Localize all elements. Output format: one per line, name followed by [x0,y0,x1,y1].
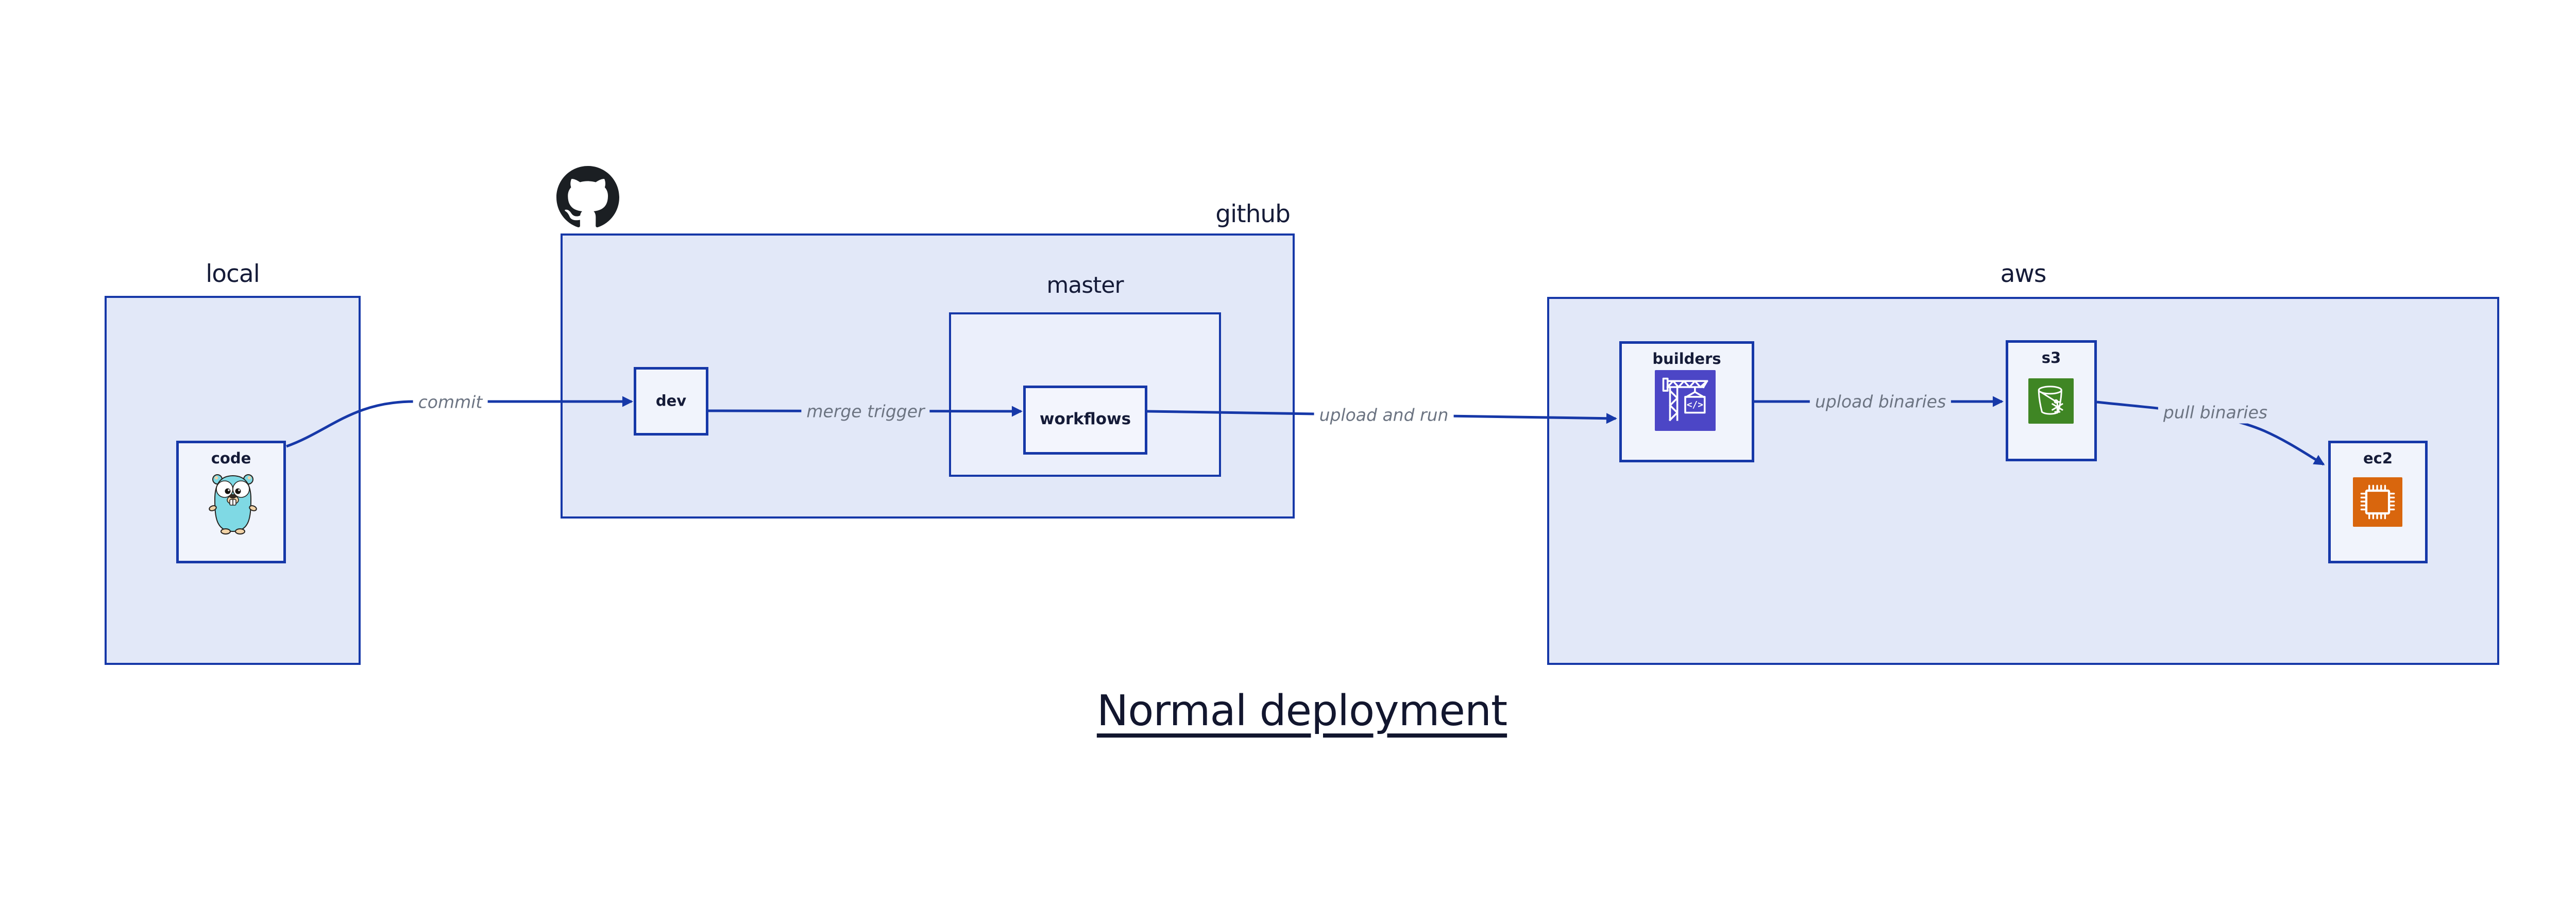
github-container-label: github [1215,200,1291,228]
edge-merge-trigger-label: merge trigger [801,400,930,423]
github-octocat-icon [556,166,619,227]
svg-text:</>: </> [1687,400,1703,410]
node-dev: dev [634,367,708,436]
node-dev-label: dev [655,391,687,409]
node-builders-label: builders [1652,350,1721,368]
master-container-label: master [1046,272,1124,298]
node-workflows: workflows [1023,386,1147,455]
aws-ec2-icon [2353,477,2402,527]
aws-codebuild-icon: </> [1655,370,1716,431]
edge-upload-binaries-label: upload binaries [1809,390,1952,413]
edge-commit-label: commit [413,391,488,413]
node-workflows-label: workflows [1039,410,1131,429]
node-s3-label: s3 [2041,349,2061,366]
aws-container-label: aws [2000,260,2047,288]
edge-pull-binaries-label: pull binaries [2158,401,2273,424]
edge-upload-and-run-label: upload and run [1314,404,1454,426]
diagram-title: Normal deployment [0,687,2576,736]
diagram-title-text: Normal deployment [1096,687,1507,736]
node-ec2-label: ec2 [2363,449,2393,467]
node-code-label: code [211,449,251,467]
aws-s3-glacier-icon [2028,378,2074,424]
local-container-label: local [206,260,260,288]
go-gopher-icon [209,474,257,534]
